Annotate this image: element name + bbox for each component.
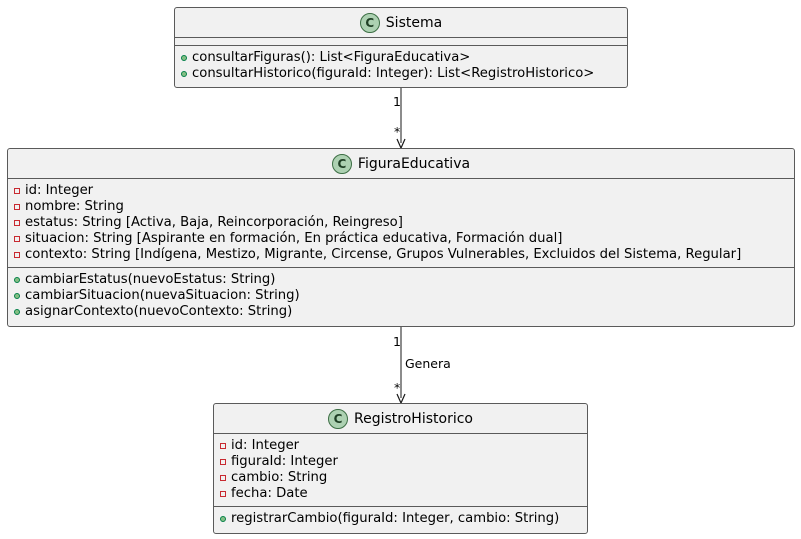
public-visibility-icon (14, 293, 20, 299)
multiplicity-registro-end: * (394, 380, 401, 395)
class-name: Sistema (385, 14, 443, 31)
method-text: registrarCambio(figuraId: Integer, cambi… (231, 511, 560, 526)
methods-section: registrarCambio(figuraId: Integer, cambi… (214, 507, 587, 531)
method-text: asignarContexto(nuevoContexto: String) (25, 304, 293, 319)
attribute: nombre: String (14, 199, 794, 215)
class-name: FiguraEducativa (357, 155, 471, 172)
class-header: C Sistema (175, 8, 627, 38)
attributes-section: id: Integer nombre: String estatus: Stri… (8, 179, 794, 268)
class-badge-icon: C (359, 12, 380, 33)
public-visibility-icon (14, 309, 20, 315)
methods-section: consultarFiguras(): List<FiguraEducativa… (175, 46, 627, 86)
private-visibility-icon (220, 491, 226, 497)
multiplicity-sistema-end: 1 (393, 94, 401, 109)
method: cambiarSituacion(nuevaSituacion: String) (14, 288, 794, 304)
class-badge-icon: C (331, 153, 352, 174)
attribute: fecha: Date (220, 486, 587, 502)
method: consultarFiguras(): List<FiguraEducativa… (181, 50, 627, 66)
attribute-text: cambio: String (231, 470, 328, 485)
class-badge-icon: C (328, 408, 349, 429)
method-text: cambiarSituacion(nuevaSituacion: String) (25, 288, 300, 303)
method-text: consultarHistorico(figuraId: Integer): L… (192, 66, 595, 81)
class-registro-historico[interactable]: C RegistroHistorico id: Integer figuraId… (213, 403, 588, 534)
attribute: figuraId: Integer (220, 454, 587, 470)
method-text: cambiarEstatus(nuevoEstatus: String) (25, 272, 276, 287)
private-visibility-icon (14, 204, 20, 210)
method: consultarHistorico(figuraId: Integer): L… (181, 66, 627, 82)
attribute-text: id: Integer (25, 183, 94, 198)
private-visibility-icon (14, 236, 20, 242)
private-visibility-icon (14, 252, 20, 258)
public-visibility-icon (181, 55, 187, 61)
private-visibility-icon (220, 443, 226, 449)
arrowhead-icon (396, 393, 406, 405)
attribute-text: id: Integer (231, 438, 300, 453)
attribute-text: nombre: String (25, 199, 124, 214)
attribute: situacion: String [Aspirante en formació… (14, 231, 794, 247)
attribute-text: situacion: String [Aspirante en formació… (25, 231, 563, 246)
arrowhead-icon (396, 138, 406, 150)
class-sistema[interactable]: C Sistema consultarFiguras(): List<Figur… (174, 7, 628, 88)
attribute-text: figuraId: Integer (231, 454, 338, 469)
multiplicity-figura-source: 1 (393, 334, 401, 349)
method-text: consultarFiguras(): List<FiguraEducativa… (192, 50, 471, 65)
attribute: cambio: String (220, 470, 587, 486)
class-figura-educativa[interactable]: C FiguraEducativa id: Integer nombre: St… (7, 148, 795, 327)
private-visibility-icon (14, 220, 20, 226)
multiplicity-figura-end: * (394, 124, 401, 139)
class-header: C RegistroHistorico (214, 404, 587, 434)
attribute: id: Integer (14, 183, 794, 199)
method: asignarContexto(nuevoContexto: String) (14, 304, 794, 320)
method: cambiarEstatus(nuevoEstatus: String) (14, 272, 794, 288)
attribute-text: estatus: String [Activa, Baja, Reincorpo… (25, 215, 403, 230)
private-visibility-icon (220, 459, 226, 465)
attribute: id: Integer (220, 438, 587, 454)
methods-section: cambiarEstatus(nuevoEstatus: String) cam… (8, 268, 794, 324)
attribute-text: contexto: String [Indígena, Mestizo, Mig… (25, 247, 742, 262)
method: registrarCambio(figuraId: Integer, cambi… (220, 511, 587, 527)
private-visibility-icon (14, 188, 20, 194)
attributes-section: id: Integer figuraId: Integer cambio: St… (214, 434, 587, 507)
attribute: contexto: String [Indígena, Mestizo, Mig… (14, 247, 794, 263)
public-visibility-icon (14, 277, 20, 283)
relation-label-genera: Genera (405, 356, 451, 371)
class-header: C FiguraEducativa (8, 149, 794, 179)
class-name: RegistroHistorico (354, 410, 473, 427)
private-visibility-icon (220, 475, 226, 481)
attribute-text: fecha: Date (231, 486, 308, 501)
public-visibility-icon (181, 71, 187, 77)
attribute: estatus: String [Activa, Baja, Reincorpo… (14, 215, 794, 231)
public-visibility-icon (220, 516, 226, 522)
attributes-section (175, 38, 627, 46)
